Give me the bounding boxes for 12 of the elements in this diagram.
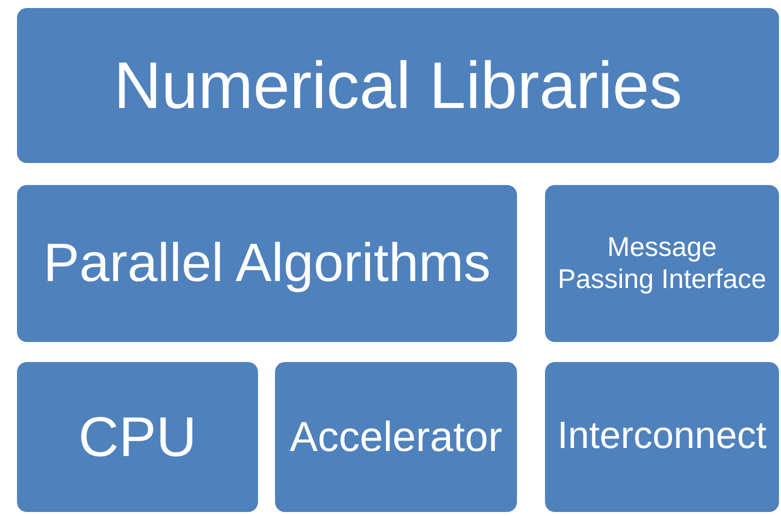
process-box — [17, 8, 779, 163]
box-label: Interconnect — [557, 415, 767, 459]
process-box — [17, 185, 517, 342]
process-box — [275, 362, 517, 512]
box-label: Numerical Libraries — [114, 48, 682, 124]
box-label: Parallel Algorithms — [43, 232, 491, 295]
process-box — [545, 185, 779, 342]
box-label: Message Passing Interface — [557, 232, 767, 295]
box-label: Accelerator — [290, 412, 502, 462]
process-box — [17, 362, 258, 512]
box-label: CPU — [78, 404, 197, 470]
process-box — [545, 362, 779, 512]
